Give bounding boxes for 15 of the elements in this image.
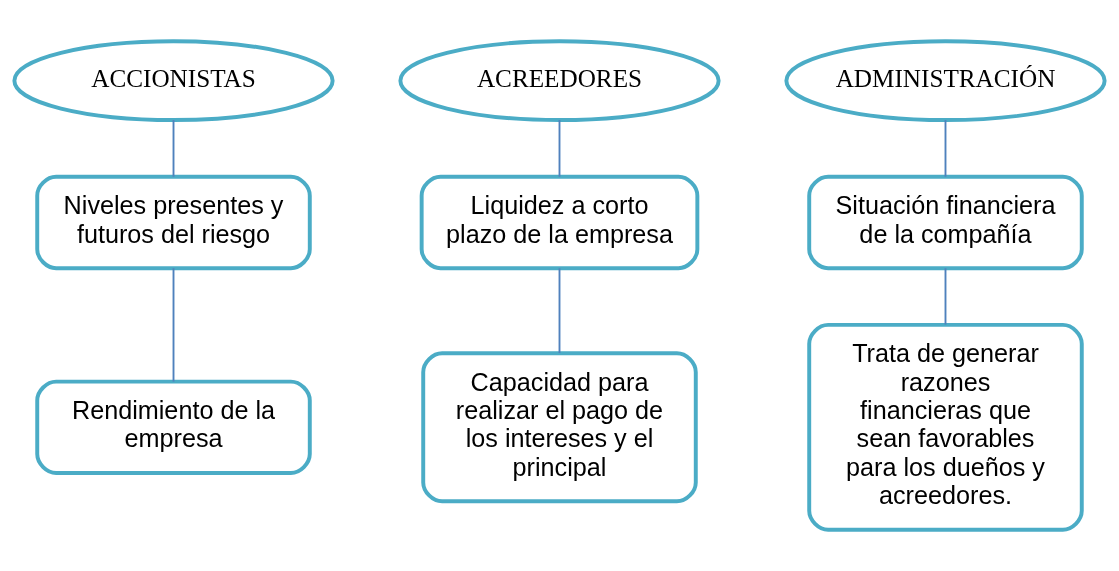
node-box: Capacidad para realizar el pago de los intereses y el principal — [421, 351, 698, 504]
connector — [558, 119, 561, 178]
connector — [558, 267, 561, 354]
node-box: Niveles presentes y futuros del riesgo — [35, 174, 312, 271]
node-box: Trata de generar razones financieras que sean favorables para los dueños y acreedores. — [807, 322, 1084, 532]
node-box: Situación financiera de la compañía — [807, 174, 1084, 271]
connector — [944, 119, 947, 178]
node-ellipse: ACREEDORES — [398, 39, 721, 123]
connector — [172, 119, 175, 178]
node-ellipse: ADMINISTRACIÓN — [784, 39, 1107, 123]
connector — [172, 267, 175, 383]
node-box: Liquidez a corto plazo de la empresa — [419, 174, 700, 271]
node-ellipse: ACCIONISTAS — [12, 39, 335, 123]
node-box: Rendimiento de la empresa — [35, 379, 312, 475]
connector — [944, 267, 947, 326]
